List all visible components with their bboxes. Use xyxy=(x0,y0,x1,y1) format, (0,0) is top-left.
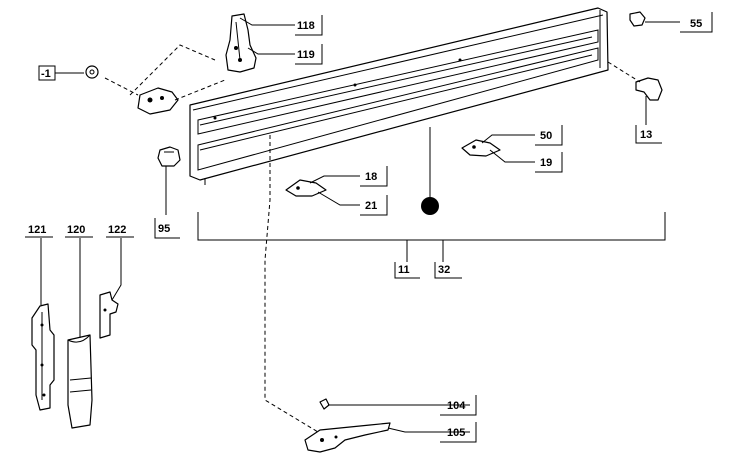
callout-19: 19 xyxy=(535,152,563,173)
callout-104: 104 xyxy=(440,395,477,416)
bumper-part-95 xyxy=(157,146,181,167)
callout-55: 55 xyxy=(680,12,713,33)
callout-122: 122 xyxy=(106,224,134,238)
callout-50: 50 xyxy=(535,125,563,146)
svg-text:121: 121 xyxy=(28,224,46,236)
callout-105: 105 xyxy=(440,422,477,443)
handle-part-105 xyxy=(304,422,391,453)
svg-text:13: 13 xyxy=(640,129,652,141)
latch-part-13 xyxy=(635,77,663,101)
svg-text:55: 55 xyxy=(690,18,702,30)
svg-text:105: 105 xyxy=(447,427,465,439)
callout-11: 11 xyxy=(394,262,420,279)
svg-text:18: 18 xyxy=(365,171,377,183)
callout-119: 119 xyxy=(295,44,323,65)
left-hinge-part xyxy=(137,87,179,115)
washer-part xyxy=(85,65,99,79)
callout-32: 32 xyxy=(434,262,462,279)
svg-text:122: 122 xyxy=(108,224,126,236)
svg-text:-1: -1 xyxy=(41,68,51,80)
callout-21: 21 xyxy=(360,195,388,216)
hinge-bracket-part xyxy=(225,13,257,73)
svg-text:32: 32 xyxy=(438,264,450,276)
callout-95: 95 xyxy=(154,218,180,239)
clip-part-55 xyxy=(629,11,646,27)
clip-part-50 xyxy=(461,139,501,157)
side-bracket-part-121 xyxy=(31,303,55,411)
svg-text:120: 120 xyxy=(67,224,85,236)
callout-13: 13 xyxy=(635,125,662,144)
cylinder-part-120 xyxy=(67,334,93,429)
clip-part-122 xyxy=(99,291,119,339)
svg-text:118: 118 xyxy=(297,20,315,32)
tailgate-panel xyxy=(189,7,609,185)
callout-120: 120 xyxy=(65,224,93,238)
svg-text:11: 11 xyxy=(398,264,410,276)
svg-text:104: 104 xyxy=(447,400,466,412)
clip-part-18 xyxy=(285,179,327,197)
svg-text:50: 50 xyxy=(540,130,552,142)
svg-text:119: 119 xyxy=(297,49,315,61)
pin-part-104 xyxy=(319,398,330,410)
callout-18: 18 xyxy=(360,166,388,187)
svg-text:95: 95 xyxy=(158,223,170,235)
svg-text:21: 21 xyxy=(365,200,377,212)
callout-118: 118 xyxy=(295,15,323,36)
callout-minus-1: -1 xyxy=(38,65,84,81)
svg-text:19: 19 xyxy=(540,157,552,169)
assembly-dot-marker xyxy=(421,197,439,215)
callout-121: 121 xyxy=(25,224,53,238)
